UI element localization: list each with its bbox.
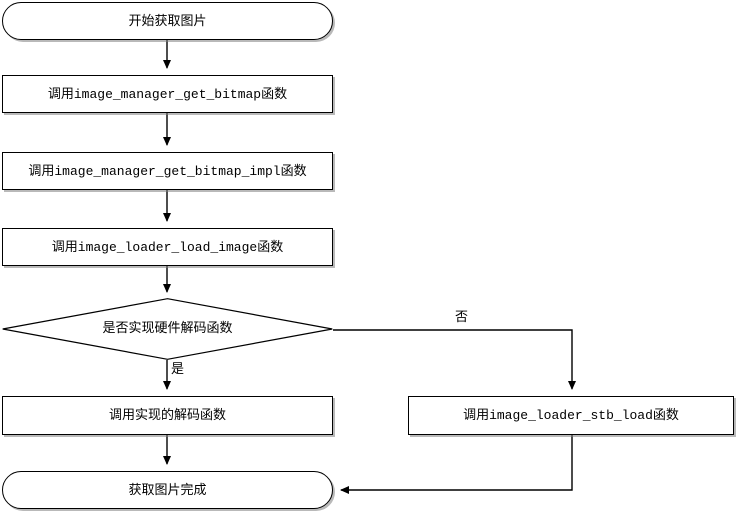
node-call-image-manager-get-bitmap[interactable]: 调用image_manager_get_bitmap函数 — [2, 75, 333, 113]
node-decision-hardware-decode[interactable]: 是否实现硬件解码函数 — [2, 298, 333, 360]
node-call-image-manager-get-bitmap-impl[interactable]: 调用image_manager_get_bitmap_impl函数 — [2, 152, 333, 190]
node-decision-hardware-decode-label: 是否实现硬件解码函数 — [102, 321, 233, 336]
node-call-image-manager-get-bitmap-label: 调用image_manager_get_bitmap函数 — [47, 86, 288, 102]
node-call-implemented-decoder-label: 调用实现的解码函数 — [108, 408, 226, 423]
node-call-implemented-decoder[interactable]: 调用实现的解码函数 — [2, 396, 333, 435]
node-end[interactable]: 获取图片完成 — [2, 471, 333, 509]
node-call-image-loader-stb-load[interactable]: 调用image_loader_stb_load函数 — [408, 396, 734, 435]
node-call-image-loader-load-image-label: 调用image_loader_load_image函数 — [51, 239, 284, 255]
node-start-label: 开始获取图片 — [128, 13, 207, 29]
connector-stb-load-to-end — [340, 435, 573, 494]
decision-diamond-shape — [2, 298, 333, 360]
edge-label-yes: 是 — [171, 362, 185, 377]
connector-decision-no-to-stb-load — [333, 329, 576, 390]
node-start[interactable]: 开始获取图片 — [2, 2, 333, 40]
node-call-image-manager-get-bitmap-impl-label: 调用image_manager_get_bitmap_impl函数 — [28, 163, 307, 179]
node-end-label: 获取图片完成 — [128, 482, 207, 498]
node-call-image-loader-load-image[interactable]: 调用image_loader_load_image函数 — [2, 228, 333, 266]
node-call-image-loader-stb-load-label: 调用image_loader_stb_load函数 — [463, 408, 679, 423]
edge-label-no: 否 — [455, 310, 469, 325]
